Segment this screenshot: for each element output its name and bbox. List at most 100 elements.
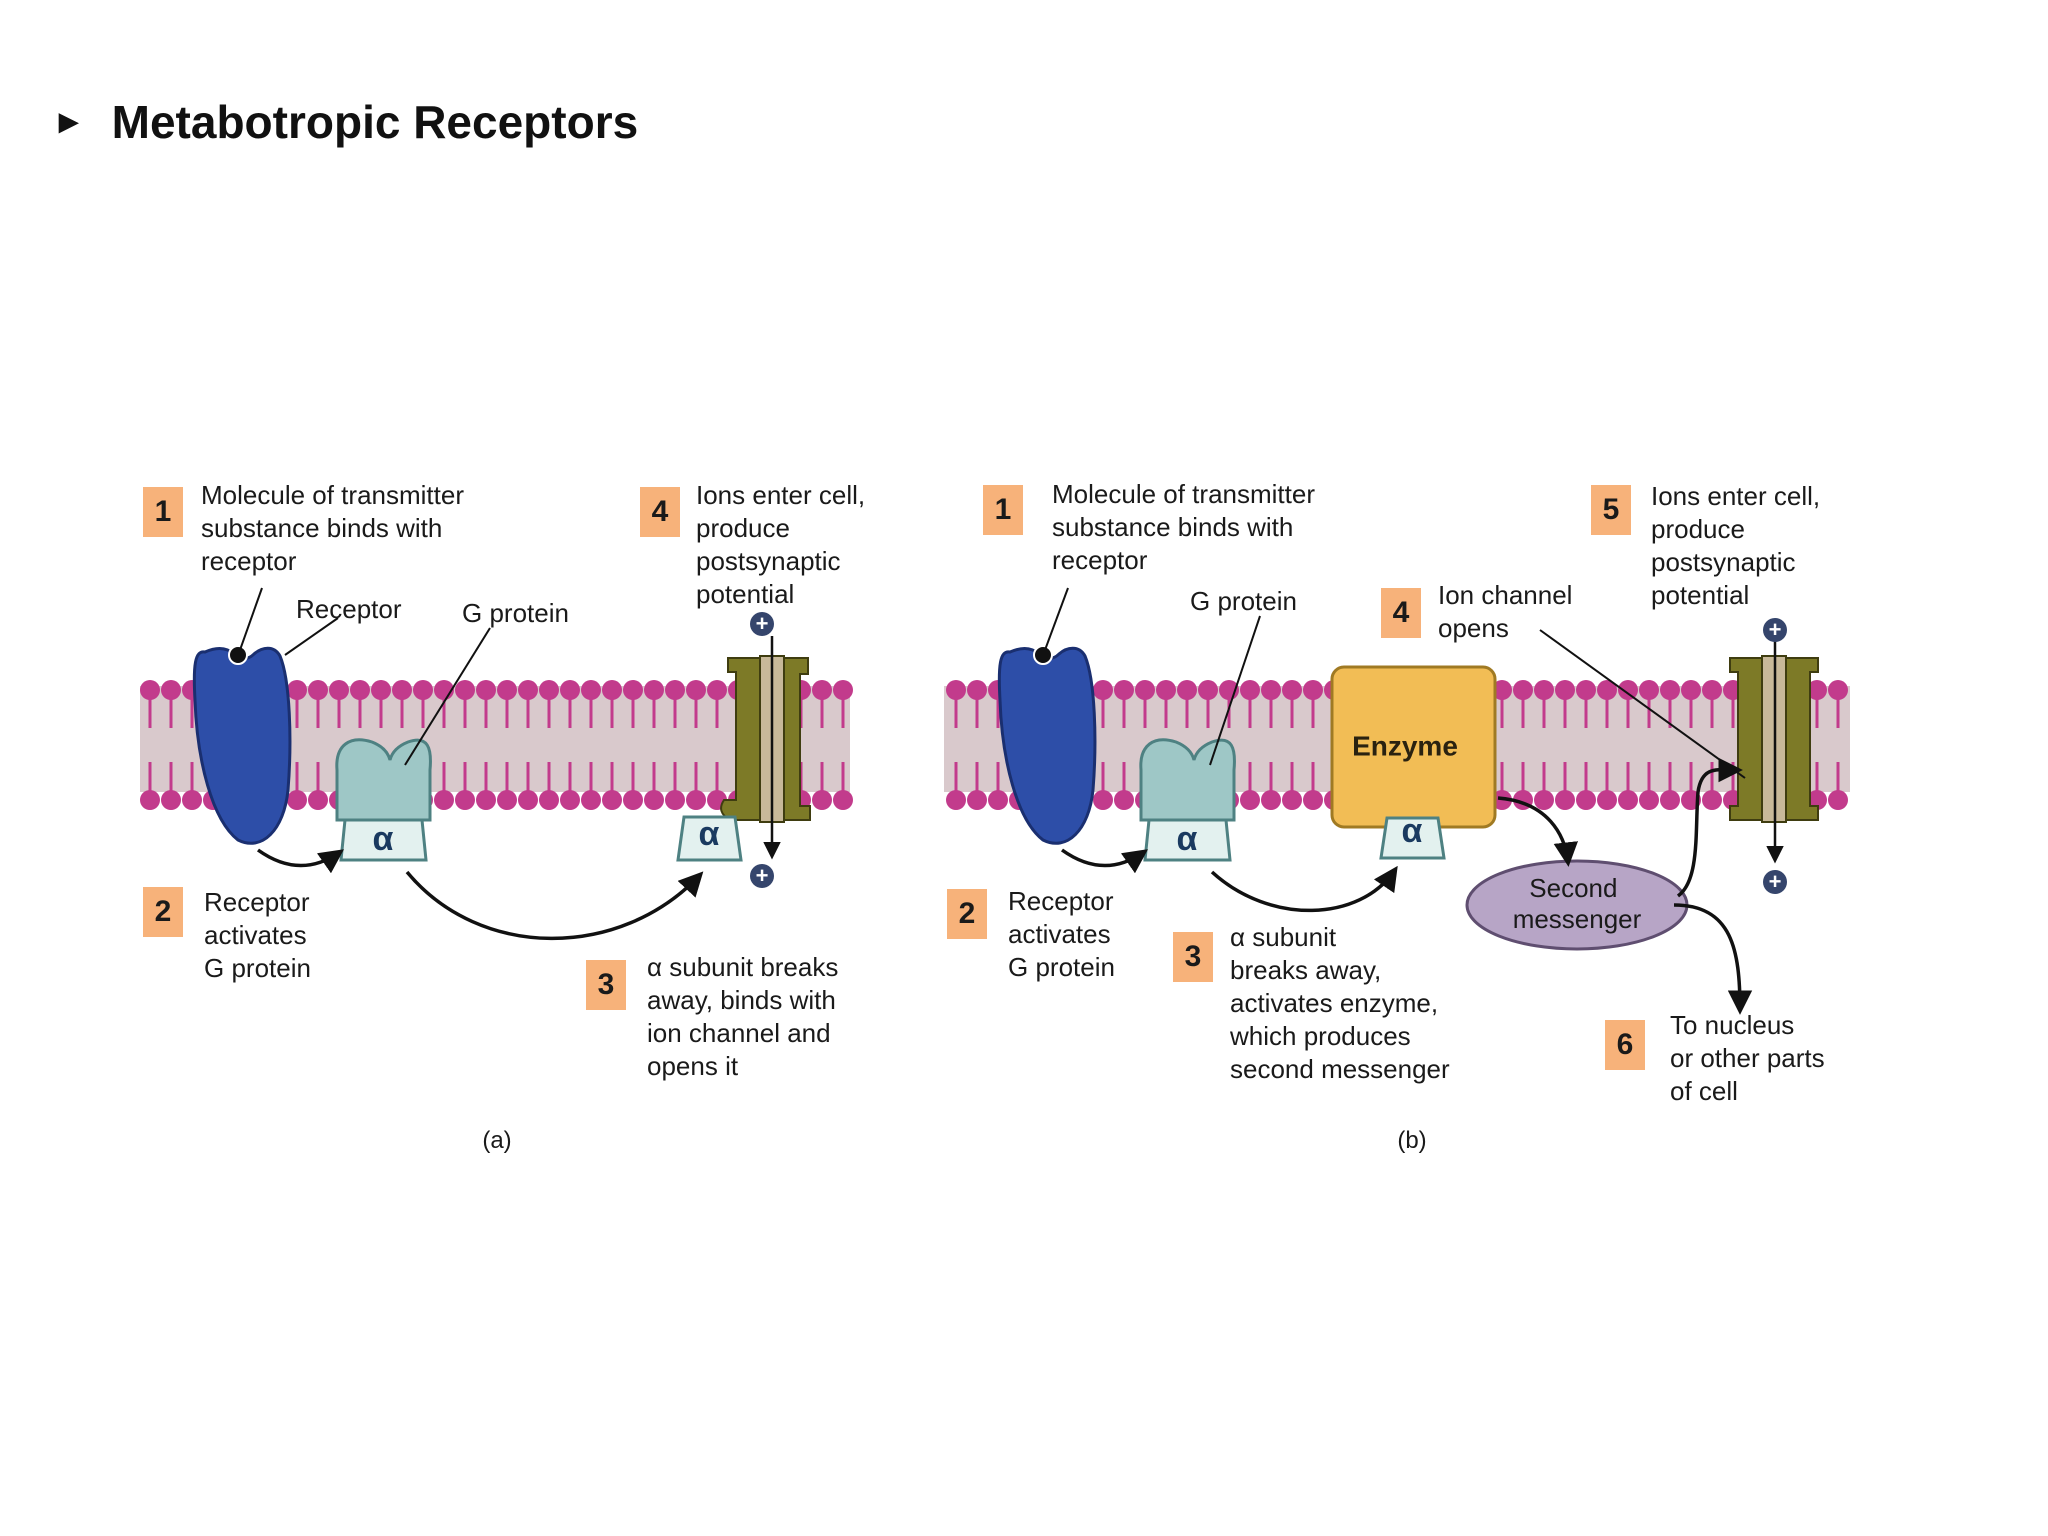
step-a1-num: 1 <box>155 495 172 528</box>
plus-ion-icon <box>1763 618 1787 642</box>
lipid-head <box>476 790 496 810</box>
lipid-head <box>1093 680 1113 700</box>
step-a4-line-1: Ions enter cell, <box>696 480 865 510</box>
panel-b: α Enzyme α + + <box>944 479 1850 1154</box>
second-messenger-label: Second messenger <box>1513 873 1642 934</box>
step-a4-num: 4 <box>652 495 669 528</box>
lipid-head <box>1576 790 1596 810</box>
ligand-dot-icon <box>228 645 248 665</box>
step-a3: 3 α subunit breaks away, binds with ion … <box>586 952 846 1081</box>
step-a4-text: Ions enter cell, produce postsynaptic po… <box>696 480 872 609</box>
step-b2: 2 Receptor activates G protein <box>947 886 1121 982</box>
lipid-head <box>1660 680 1680 700</box>
lipid-head <box>665 680 685 700</box>
step-a3-line-2: away, binds with <box>647 985 836 1015</box>
lipid-head <box>1303 790 1323 810</box>
lipid-head <box>1576 680 1596 700</box>
arrow-icon <box>1210 865 1398 913</box>
lipid-head <box>1303 680 1323 700</box>
step-a2-line-3: G protein <box>204 953 311 983</box>
step-a3-text: α subunit breaks away, binds with ion ch… <box>647 952 846 1081</box>
lipid-head <box>413 680 433 700</box>
lipid-head <box>1282 790 1302 810</box>
step-b5-text: Ions enter cell, produce postsynaptic po… <box>1651 481 1827 610</box>
panel-a: α + + α <box>140 480 872 1154</box>
step-b5-box <box>1591 485 1631 535</box>
lipid-head <box>602 680 622 700</box>
lipid-head <box>1156 680 1176 700</box>
step-a3-num: 3 <box>598 968 615 1001</box>
step-b3-line-3: activates enzyme, <box>1230 988 1438 1018</box>
step-b4-box <box>1381 588 1421 638</box>
lipid-head <box>686 680 706 700</box>
lipid-head <box>665 790 685 810</box>
arrow-icon <box>1676 757 1743 898</box>
lipid-head <box>161 680 181 700</box>
lipid-head <box>707 680 727 700</box>
lipid-head <box>1093 790 1113 810</box>
receptor-label-a: Receptor <box>296 594 402 624</box>
step-b2-text: Receptor activates G protein <box>1008 886 1121 982</box>
step-b3-line-4: which produces <box>1229 1021 1411 1051</box>
lipid-head <box>1534 790 1554 810</box>
lipid-head <box>539 790 559 810</box>
step-b1-box <box>983 485 1023 535</box>
lipid-head <box>476 680 496 700</box>
lipid-head <box>287 680 307 700</box>
step-a2-box <box>143 887 183 937</box>
lipid-head <box>560 680 580 700</box>
step-a1-line-1: Molecule of transmitter <box>201 480 464 510</box>
step-b6-box <box>1605 1020 1645 1070</box>
step-b6-line-2: or other parts <box>1670 1043 1825 1073</box>
lipid-head <box>812 680 832 700</box>
step-b6-line-3: of cell <box>1670 1076 1738 1106</box>
step-b5-num: 5 <box>1603 493 1620 526</box>
lipid-head <box>1702 790 1722 810</box>
step-b5-line-1: Ions enter cell, <box>1651 481 1820 511</box>
plus-sign-b2: + <box>1769 869 1782 894</box>
step-b3-line-1: α subunit <box>1230 922 1337 952</box>
lipid-head <box>686 790 706 810</box>
plus-ion-icon <box>750 864 774 888</box>
lipid-head <box>182 790 202 810</box>
lipid-head <box>455 790 475 810</box>
second-messenger-line-2: messenger <box>1513 904 1642 934</box>
lipid-head <box>1114 680 1134 700</box>
g-protein-a: α <box>335 738 432 862</box>
ion-channel-b: + + <box>1729 617 1819 894</box>
step-b4: 4 Ion channel opens <box>1381 580 1572 643</box>
title-text: Metabotropic Receptors <box>111 96 639 148</box>
step-b5-line-3: postsynaptic <box>1651 547 1796 577</box>
lipid-head <box>1555 680 1575 700</box>
arrow-icon <box>256 848 345 874</box>
step-b6-text: To nucleus or other parts of cell <box>1670 1010 1832 1106</box>
lipid-head <box>1135 680 1155 700</box>
step-b6-num: 6 <box>1617 1028 1634 1061</box>
leader-line <box>404 627 491 766</box>
lipid-head <box>602 790 622 810</box>
alpha-label-b2: α <box>1402 812 1423 850</box>
step-a1-text: Molecule of transmitter substance binds … <box>201 480 471 576</box>
panel-a-caption: (a) <box>482 1127 511 1154</box>
lipid-head <box>833 790 853 810</box>
leader-line <box>1209 615 1261 766</box>
step-a1-line-3: receptor <box>201 546 297 576</box>
lipid-head <box>1198 680 1218 700</box>
step-b1-line-2: substance binds with <box>1052 512 1293 542</box>
lipid-head <box>434 790 454 810</box>
step-b5-line-4: potential <box>1651 580 1749 610</box>
step-b6: 6 To nucleus or other parts of cell <box>1605 1010 1832 1106</box>
lipid-head <box>140 790 160 810</box>
lipid-head <box>1513 680 1533 700</box>
leader-line <box>239 587 263 651</box>
lipid-head <box>539 680 559 700</box>
step-b4-line-1: Ion channel <box>1438 580 1572 610</box>
step-b3-line-2: breaks away, <box>1230 955 1381 985</box>
lipid-head <box>581 790 601 810</box>
lipid-head <box>644 790 664 810</box>
step-b3-box <box>1173 932 1213 982</box>
leader-line <box>1044 587 1069 651</box>
lipid-head <box>350 680 370 700</box>
lipid-head <box>1240 790 1260 810</box>
plus-sign-a1: + <box>756 611 769 636</box>
